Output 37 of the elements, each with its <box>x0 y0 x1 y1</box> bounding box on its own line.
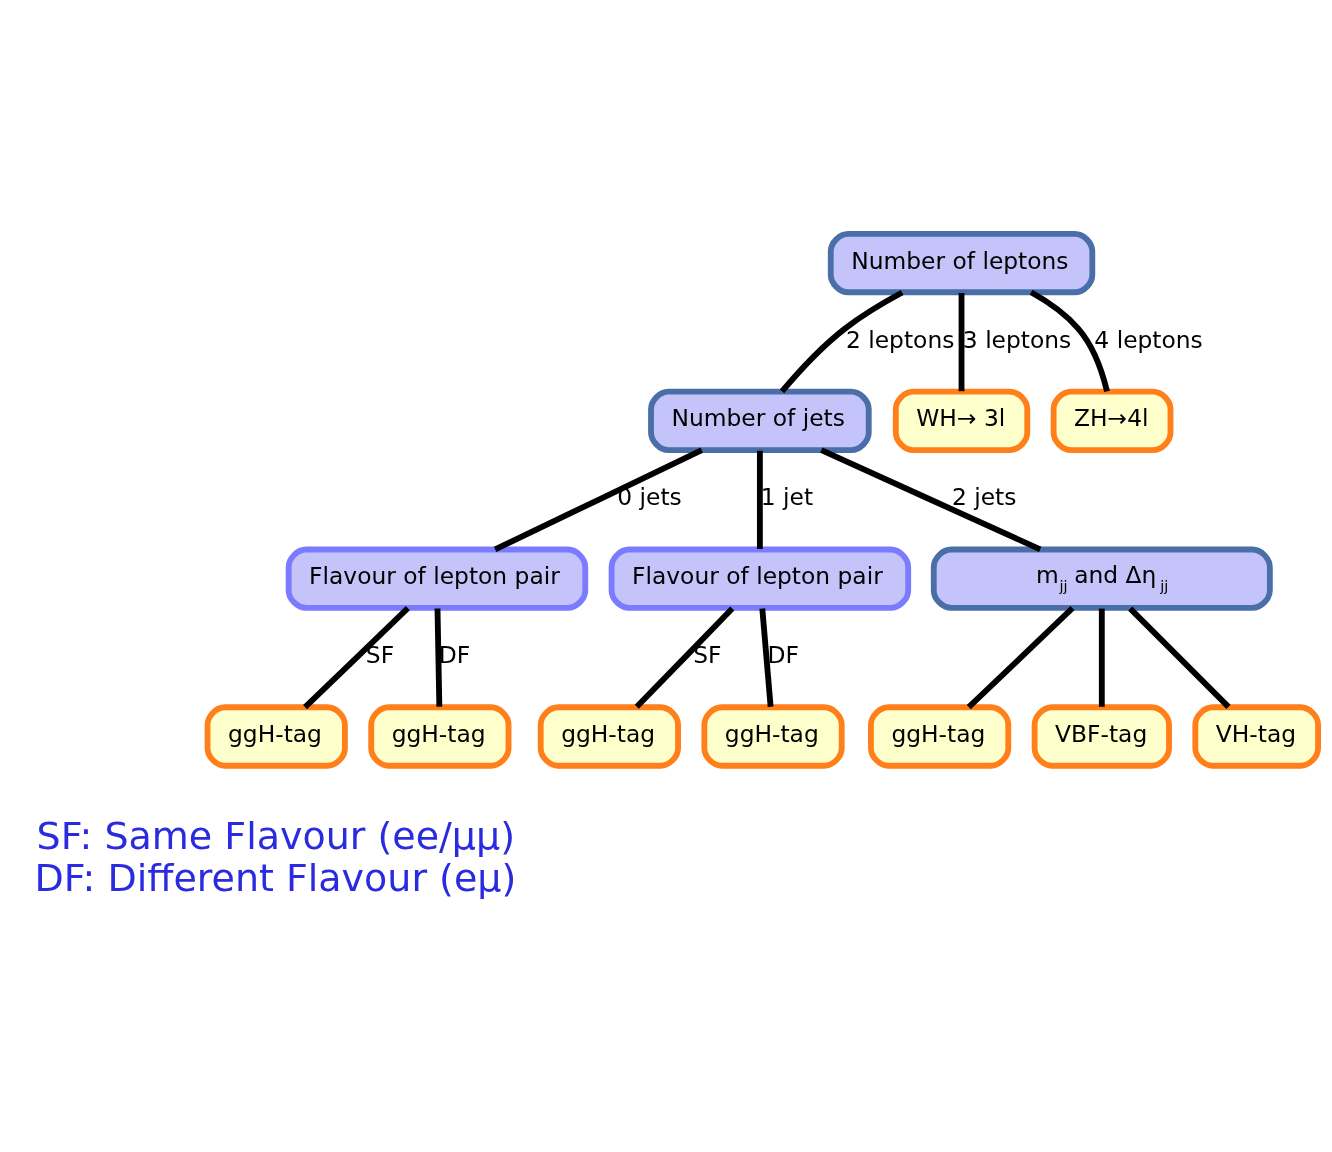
node-box: ZH→4l <box>1050 388 1174 453</box>
edge-label: DF <box>767 640 799 669</box>
connector <box>756 450 763 549</box>
edge-label: 2 jets <box>951 482 1017 511</box>
connector <box>303 605 410 709</box>
node-box: WH→ 3l <box>892 388 1031 453</box>
node-box: Number of leptons <box>827 230 1096 295</box>
connector <box>759 607 774 707</box>
edge-label: 4 leptons <box>1094 325 1203 354</box>
connector <box>493 447 704 552</box>
connector <box>820 447 1042 552</box>
edge-label: 2 leptons <box>845 325 955 354</box>
connector <box>966 605 1075 709</box>
node-box: ggH-tag <box>868 703 1012 769</box>
connector <box>958 292 965 391</box>
node-box: Number of jets <box>648 388 872 453</box>
node-box: m$_{jj}$ and Δη$_{jj}$ <box>930 546 1273 611</box>
node-box: VBF-tag <box>1031 703 1172 769</box>
edge-label: SF <box>365 640 395 669</box>
edge-label: 1 jet <box>760 482 814 511</box>
node-box: Flavour of lepton pair <box>608 546 912 611</box>
label: SF: Same Flavour (ee/μμ) <box>36 813 515 858</box>
node-box: ggH-tag <box>204 703 348 769</box>
node-box: Flavour of lepton pair <box>285 546 589 611</box>
connector <box>1029 289 1110 392</box>
connector <box>634 606 735 709</box>
edge-label: 3 leptons <box>962 325 1072 354</box>
node-box: ggH-tag <box>537 703 681 769</box>
connector <box>434 608 443 707</box>
edge-label: DF <box>438 640 471 669</box>
connector <box>1098 608 1105 707</box>
node-box: ggH-tag <box>368 703 512 769</box>
connector <box>1128 606 1231 709</box>
node-box: VH-tag <box>1192 703 1321 769</box>
edge-label: SF <box>693 640 722 669</box>
node-box: ggH-tag <box>701 703 845 769</box>
connector <box>779 289 904 393</box>
